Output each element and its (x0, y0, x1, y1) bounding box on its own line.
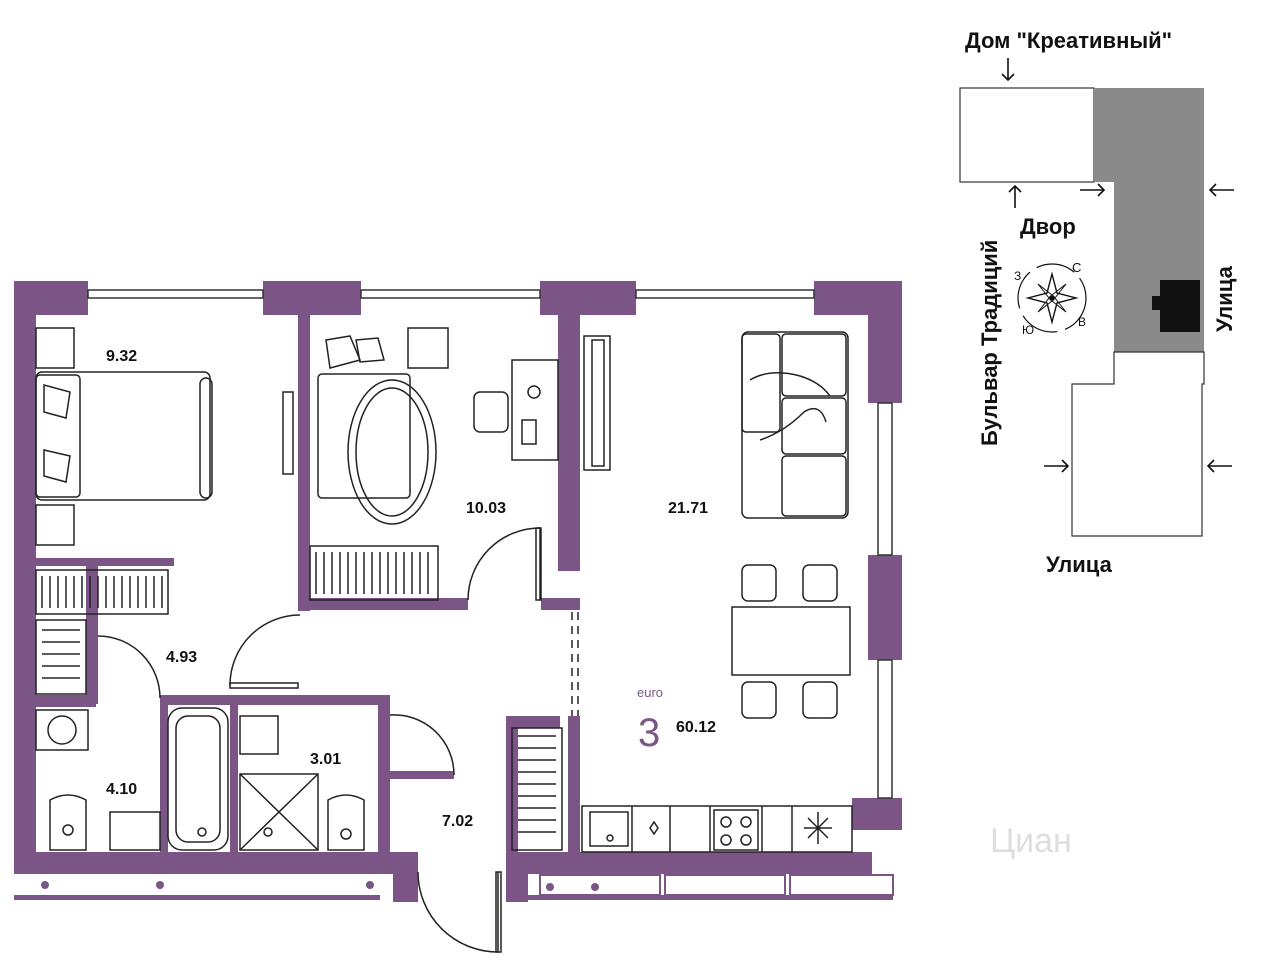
living-kitchen-area-label: 21.71 (668, 500, 708, 517)
bed (35, 371, 213, 501)
corner-sofa (741, 331, 849, 519)
compass-south: Ю (1022, 323, 1034, 337)
building-block (959, 87, 1095, 183)
total-area-label: 60.12 (676, 719, 716, 736)
tv (282, 391, 294, 475)
chair (473, 391, 509, 433)
radiator (309, 545, 439, 601)
washing-machine-icon (35, 709, 89, 751)
toilet (327, 794, 365, 851)
street-right-label: Улица (1212, 265, 1237, 332)
nightstand (35, 504, 75, 546)
apartment-type-label: euro (637, 685, 663, 700)
compass-west: З (1014, 269, 1021, 283)
balcony-dots (41, 881, 599, 891)
compass-north: С (1072, 260, 1081, 275)
shower (239, 773, 319, 851)
walls (14, 281, 902, 902)
courtyard-label: Двор (1020, 214, 1076, 239)
sofa (317, 373, 411, 499)
bathtub (167, 707, 229, 851)
rug (347, 379, 437, 525)
bathroom-area-label: 4.10 (106, 781, 137, 798)
hall-area-label: 4.93 (166, 649, 197, 666)
compass-icon: С В Ю З (1014, 260, 1087, 337)
desk (511, 359, 559, 461)
tv-unit (583, 335, 611, 471)
wardrobe (35, 569, 169, 615)
nightstand (35, 327, 75, 369)
windows (87, 289, 893, 799)
wc-area-label: 3.01 (310, 751, 341, 768)
building-name-label: Дом "Креативный" (965, 28, 1172, 53)
lower-block (1071, 351, 1205, 537)
furniture (35, 327, 853, 853)
bedroom-area-label: 9.32 (106, 348, 137, 365)
second-room-area-label: 10.03 (466, 500, 506, 517)
compass-east: В (1078, 315, 1086, 329)
kitchen-counter (581, 805, 853, 853)
street-bottom-label: Улица (1046, 552, 1113, 577)
freezer-icon (804, 812, 832, 844)
cabinet (239, 715, 279, 755)
house-marker (1160, 280, 1200, 332)
dining-set (731, 564, 851, 719)
sink (109, 811, 161, 851)
site-plan: Дом "Креативный" Двор Бульвар Традиций У… (959, 28, 1237, 577)
toilet (49, 794, 87, 851)
sink (589, 811, 629, 847)
watermark: Циан (990, 822, 1072, 860)
radiator (511, 727, 563, 851)
stove-icon (713, 809, 759, 851)
corridor-area-label: 7.02 (442, 813, 473, 830)
arrow-icon (1001, 58, 1234, 473)
cabinet (407, 327, 449, 369)
doors (97, 527, 579, 953)
room-count: 3 (638, 711, 660, 755)
boulevard-label: Бульвар Традиций (977, 240, 1002, 446)
